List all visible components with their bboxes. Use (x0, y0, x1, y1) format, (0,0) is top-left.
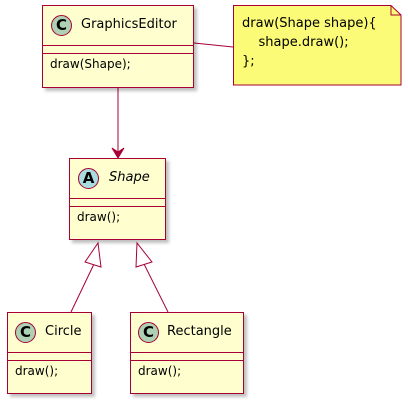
note-shape (233, 5, 402, 86)
class-rectangle[interactable]: C Rectangle draw(); (130, 312, 244, 394)
class-method: draw(); (138, 364, 182, 378)
class-stereotype-icon: C (138, 322, 159, 343)
note-line: shape.draw(); (242, 35, 349, 50)
class-name: Shape (109, 170, 150, 185)
association-arrowhead (111, 147, 125, 159)
class-header: A Shape (70, 159, 165, 199)
class-method: draw(Shape); (50, 57, 131, 71)
class-shape[interactable]: A Shape draw(); (69, 158, 166, 240)
class-attributes-section (70, 199, 165, 207)
class-method: draw(); (77, 210, 121, 224)
class-attributes-section (8, 353, 91, 361)
rectangle-inheritance-arrowhead (135, 241, 153, 268)
abstract-stereotype-icon: A (78, 168, 99, 189)
class-attributes-section (43, 46, 193, 54)
class-stereotype-icon: C (51, 15, 72, 36)
note-line: draw(Shape shape){ (242, 16, 377, 31)
note-text: draw(Shape shape){ shape.draw(); }; (242, 14, 377, 71)
class-attributes-section (131, 353, 243, 361)
class-graphics-editor[interactable]: C GraphicsEditor draw(Shape); (42, 5, 194, 88)
class-header: C Circle (8, 313, 91, 353)
note-line: }; (242, 54, 255, 69)
class-name: Rectangle (167, 324, 232, 339)
class-name: Circle (45, 324, 82, 339)
circle-inheritance-line (70, 263, 95, 313)
note-anchor-line (193, 42, 234, 48)
class-circle[interactable]: C Circle draw(); (7, 312, 92, 394)
class-stereotype-icon: C (15, 322, 36, 343)
circle-inheritance-arrowhead (84, 241, 102, 268)
rectangle-inheritance-line (143, 263, 169, 313)
class-name: GraphicsEditor (81, 17, 177, 32)
class-method: draw(); (15, 364, 59, 378)
class-header: C GraphicsEditor (43, 6, 193, 46)
class-header: C Rectangle (131, 313, 243, 353)
code-note: draw(Shape shape){ shape.draw(); }; (233, 5, 402, 86)
